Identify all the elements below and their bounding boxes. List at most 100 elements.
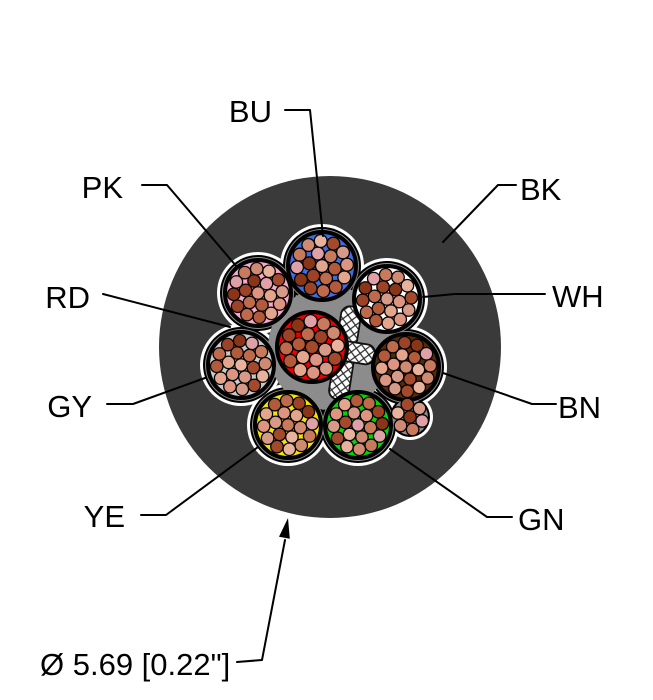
core-pk <box>223 258 293 328</box>
wire-label-bn: BN <box>558 390 601 425</box>
core-rd <box>275 310 349 384</box>
copper-strand <box>264 306 279 321</box>
copper-strand <box>289 260 305 275</box>
copper-strand <box>340 439 354 454</box>
copper-strand <box>259 407 274 421</box>
copper-strand <box>313 233 328 249</box>
copper-strand <box>326 325 341 341</box>
copper-strand <box>412 380 427 395</box>
leader-line-ye <box>140 446 259 516</box>
copper-strand <box>272 427 287 442</box>
copper-strand <box>303 281 318 296</box>
copper-strand <box>358 281 373 295</box>
copper-strand <box>349 393 364 408</box>
copper-strand <box>397 335 412 350</box>
copper-strand <box>328 279 343 295</box>
copper-strand <box>267 397 282 412</box>
leader-line-bu <box>284 109 324 237</box>
copper-strand <box>249 261 264 276</box>
copper-strand <box>374 361 389 376</box>
dimension-leader-line <box>236 539 286 663</box>
core-gy <box>206 330 276 400</box>
copper-strand <box>247 378 262 393</box>
copper-strand <box>407 350 422 365</box>
wire-label-gn: GN <box>518 502 565 537</box>
copper-strand <box>381 316 396 331</box>
copper-strand <box>359 408 374 423</box>
labels: BU PK BK RD WH GY BN YE GN Ø 5.69 [0.22"… <box>40 94 604 682</box>
wire-label-rd: RD <box>45 280 90 315</box>
copper-strand <box>371 301 386 316</box>
leader-line-rd <box>102 293 231 328</box>
dimension-label: Ø 5.69 [0.22"] <box>40 647 230 682</box>
copper-strand <box>306 365 321 381</box>
drain-strands <box>390 397 430 437</box>
copper-strand <box>342 427 357 442</box>
drain-copper-strand <box>412 401 427 416</box>
leader-line-bn <box>442 372 557 405</box>
copper-strand <box>391 270 405 285</box>
copper-strand <box>400 278 415 293</box>
copper-strand <box>330 338 346 353</box>
core-bundle <box>206 230 441 460</box>
copper-strand <box>301 404 316 419</box>
jacket-label-bk: BK <box>520 172 562 207</box>
copper-strand <box>292 396 306 411</box>
core-gn <box>323 390 393 460</box>
copper-strand <box>292 247 307 262</box>
copper-strand <box>366 271 381 286</box>
wire-label-bu: BU <box>229 94 272 129</box>
core-bn <box>371 332 441 402</box>
wire-label-wh: WH <box>552 279 604 314</box>
copper-strand <box>329 407 344 421</box>
copper-strand <box>326 236 341 251</box>
copper-strand <box>364 438 379 453</box>
copper-strand <box>330 431 345 446</box>
copper-strand <box>252 310 267 325</box>
core-wh <box>352 264 422 334</box>
copper-strand <box>326 419 341 434</box>
core-ye <box>253 390 323 460</box>
copper-strand <box>294 438 309 453</box>
copper-strand <box>388 282 403 297</box>
copper-strand <box>306 268 321 283</box>
copper-strand <box>226 287 241 302</box>
copper-strand <box>295 349 311 365</box>
copper-strand <box>313 329 329 345</box>
copper-strand <box>301 237 316 253</box>
copper-strand <box>369 313 383 328</box>
copper-strand <box>242 348 257 363</box>
copper-strand <box>339 257 355 272</box>
leader-line-bk <box>442 184 517 243</box>
copper-strand <box>260 431 275 446</box>
copper-strand <box>362 396 376 411</box>
copper-strand <box>223 379 237 394</box>
copper-strand <box>256 419 271 434</box>
copper-strand <box>293 362 308 378</box>
copper-strand <box>230 299 245 314</box>
copper-strand <box>262 264 276 279</box>
copper-strand <box>400 384 415 399</box>
copper-strand <box>378 267 393 282</box>
copper-strand <box>279 393 294 408</box>
copper-strand <box>232 333 247 348</box>
copper-strand <box>209 359 224 374</box>
copper-strand <box>240 307 254 322</box>
copper-strand <box>352 442 367 457</box>
leader-lines <box>102 109 557 663</box>
copper-strand <box>410 338 424 353</box>
copper-strand <box>281 328 297 343</box>
copper-strand <box>393 312 408 327</box>
leader-line-gy <box>106 377 206 405</box>
copper-strand <box>359 305 374 320</box>
leader-line-wh <box>422 293 546 298</box>
copper-strand <box>390 369 405 384</box>
copper-strand <box>242 295 257 310</box>
wire-label-ye: YE <box>84 499 125 534</box>
copper-strand <box>305 416 320 431</box>
copper-strand <box>323 249 338 264</box>
dimension-arrow <box>279 518 290 539</box>
copper-strand <box>318 361 334 376</box>
copper-strand <box>377 349 392 363</box>
